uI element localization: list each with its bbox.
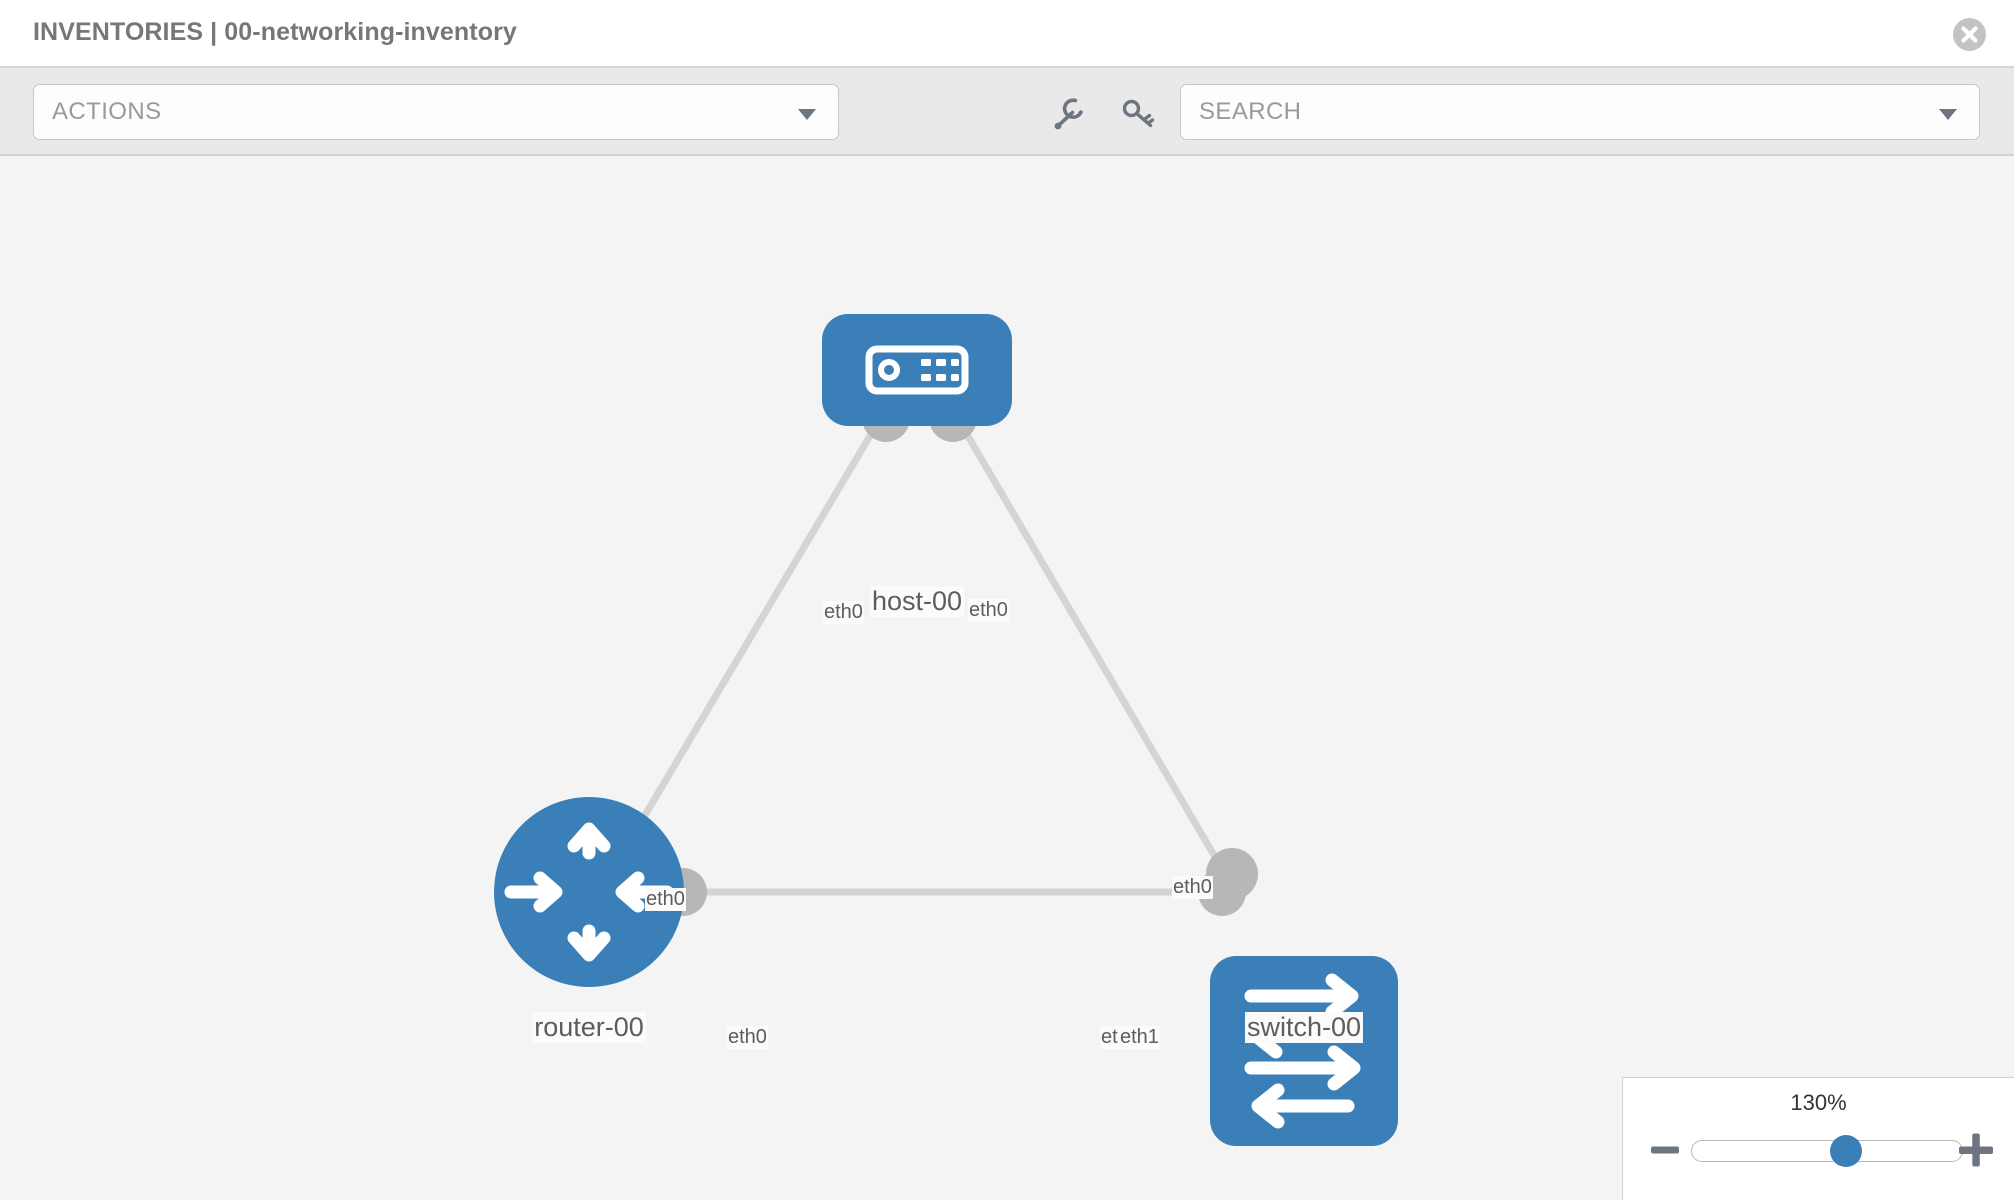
topology-edges (596, 410, 1239, 896)
node-label-switch-00[interactable]: switch-00 (1244, 1012, 1364, 1043)
zoom-slider-thumb[interactable] (1829, 1135, 1862, 1167)
zoom-in-button[interactable] (1958, 1132, 1994, 1168)
zoom-out-button[interactable] (1649, 1134, 1681, 1166)
node-label-host-00[interactable]: host-00 (869, 586, 965, 617)
chevron-down-icon (1939, 109, 1957, 120)
toolbar: ACTIONS SEARCH (0, 68, 2014, 156)
node-switch-00 (1210, 956, 1398, 1146)
key-icon[interactable] (1118, 94, 1158, 134)
topology-canvas[interactable]: host-00 router-00 switch-00 eth0 eth0 et… (0, 156, 2014, 1200)
page-title: INVENTORIES | 00-networking-inventory (33, 18, 517, 46)
node-router-00 (494, 797, 684, 987)
actions-dropdown[interactable]: ACTIONS (33, 84, 839, 140)
wrench-icon[interactable] (1048, 94, 1088, 134)
zoom-slider[interactable] (1691, 1135, 1963, 1167)
zoom-control-panel: 130% (1622, 1077, 2014, 1200)
node-host-00 (822, 314, 1012, 426)
edge-host-switch (951, 410, 1239, 895)
search-input[interactable]: SEARCH (1180, 84, 1980, 140)
iface-label-switch-left: eth1 (1119, 1026, 1160, 1049)
actions-dropdown-label: ACTIONS (52, 98, 162, 125)
iface-label-switch-uplink: eth0 (1172, 876, 1213, 899)
page-header: INVENTORIES | 00-networking-inventory (0, 0, 2014, 68)
iface-label-host-right: eth0 (968, 599, 1009, 622)
node-label-router-00[interactable]: router-00 (532, 1012, 646, 1043)
zoom-percent-label: 130% (1790, 1090, 1847, 1115)
iface-label-router-right: eth0 (727, 1026, 768, 1049)
edge-host-router (596, 410, 887, 895)
close-icon[interactable] (1953, 18, 1986, 51)
iface-label-router-uplink: eth0 (645, 888, 686, 911)
chevron-down-icon (798, 109, 816, 120)
search-placeholder: SEARCH (1199, 98, 1302, 125)
iface-label-host-left: eth0 (823, 601, 864, 624)
topology-connectors (659, 394, 1258, 916)
